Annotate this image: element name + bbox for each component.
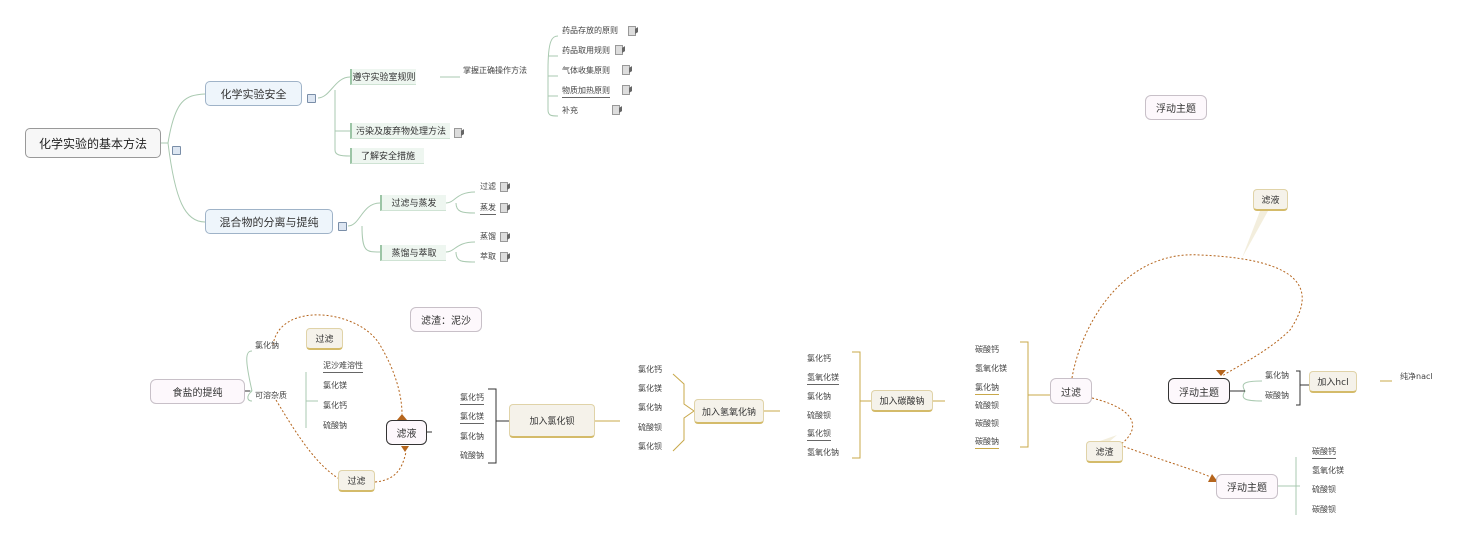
note-icon[interactable] <box>454 128 462 138</box>
list-item[interactable]: 补充 <box>562 106 578 115</box>
list-item[interactable]: 氢氧化镁 <box>1312 466 1344 475</box>
branch-sodium-chloride[interactable]: 氯化钠 <box>255 341 279 350</box>
list-item[interactable]: 氢氧化镁 <box>975 364 1007 373</box>
topic-add-sodium-hydroxide[interactable]: 加入氢氧化钠 <box>694 399 764 424</box>
list-item[interactable]: 蒸馏 <box>480 232 496 241</box>
list-item[interactable]: 硫酸钠 <box>323 421 347 430</box>
list-item[interactable]: 氯化钙 <box>323 401 347 410</box>
list-item[interactable]: 氯化钡 <box>807 428 831 441</box>
subtopic-waste-disposal[interactable]: 污染及废弃物处理方法 <box>350 123 450 139</box>
topic-lab-safety[interactable]: 化学实验安全 <box>205 81 302 106</box>
list-item[interactable]: 氯化钙 <box>460 392 484 405</box>
note-icon[interactable] <box>500 252 508 262</box>
subtopic-distill-extract[interactable]: 蒸馏与萃取 <box>380 245 446 261</box>
note-icon[interactable] <box>628 26 636 36</box>
note-icon[interactable] <box>500 203 508 213</box>
topic-pure-nacl[interactable]: 纯净nacl <box>1400 372 1433 381</box>
list-item[interactable]: 氯化钠 <box>460 432 484 441</box>
topic-filter[interactable]: 过滤 <box>1050 378 1092 404</box>
list-item[interactable]: 蒸发 <box>480 202 496 215</box>
list-item[interactable]: 碳酸钡 <box>1312 505 1336 514</box>
list-item[interactable]: 泥沙难溶性 <box>323 360 363 373</box>
list-item[interactable]: 过滤 <box>480 182 496 191</box>
list-item[interactable]: 氯化镁 <box>638 384 662 393</box>
list-item[interactable]: 物质加热原则 <box>562 85 610 98</box>
topic-separation-purification[interactable]: 混合物的分离与提纯 <box>205 209 333 234</box>
floating-topic-residue-sand[interactable]: 滤渣：泥沙 <box>410 307 482 332</box>
central-topic[interactable]: 化学实验的基本方法 <box>25 128 161 158</box>
list-item[interactable]: 硫酸钡 <box>807 411 831 420</box>
list-item[interactable]: 氢氧化镁 <box>807 372 839 385</box>
collapse-toggle-icon[interactable] <box>172 146 181 155</box>
list-item[interactable]: 氢氧化钠 <box>807 448 839 457</box>
topic-filtrate[interactable]: 滤液 <box>386 420 427 445</box>
list-item[interactable]: 硫酸钡 <box>975 401 999 410</box>
list-item[interactable]: 药品存放的原则 <box>562 26 618 35</box>
list-item[interactable]: 碳酸钙 <box>975 345 999 354</box>
relation-label-filter[interactable]: 过滤 <box>338 470 375 492</box>
subtopic-correct-operation[interactable]: 掌握正确操作方法 <box>463 66 527 75</box>
branch-soluble-impurities[interactable]: 可溶杂质 <box>255 391 287 400</box>
list-item[interactable]: 药品取用规则 <box>562 46 610 55</box>
note-icon[interactable] <box>500 232 508 242</box>
list-item[interactable]: 氯化钙 <box>638 365 662 374</box>
topic-add-barium-chloride[interactable]: 加入氯化钡 <box>509 404 595 438</box>
note-icon[interactable] <box>615 45 623 55</box>
note-icon[interactable] <box>500 182 508 192</box>
list-item[interactable]: 气体收集原则 <box>562 66 610 75</box>
list-item[interactable]: 硫酸钠 <box>460 451 484 460</box>
collapse-toggle-icon[interactable] <box>338 222 347 231</box>
floating-topic[interactable]: 浮动主题 <box>1145 95 1207 120</box>
relation-label-filtrate[interactable]: 滤液 <box>1253 189 1288 211</box>
list-item[interactable]: 氯化钙 <box>807 354 831 363</box>
list-item[interactable]: 硫酸钡 <box>638 423 662 432</box>
list-item[interactable]: 氯化钠 <box>638 403 662 412</box>
list-item[interactable]: 萃取 <box>480 252 496 261</box>
list-item[interactable]: 氯化钡 <box>638 442 662 451</box>
list-item[interactable]: 碳酸钠 <box>975 436 999 449</box>
topic-salt-purification[interactable]: 食盐的提纯 <box>150 379 245 404</box>
list-item[interactable]: 氯化钠 <box>807 392 831 401</box>
topic-add-sodium-carbonate[interactable]: 加入碳酸钠 <box>871 390 933 412</box>
list-item[interactable]: 碳酸钙 <box>1312 446 1336 459</box>
list-item[interactable]: 氯化钠 <box>975 382 999 395</box>
note-icon[interactable] <box>622 85 630 95</box>
note-icon[interactable] <box>622 65 630 75</box>
collapse-toggle-icon[interactable] <box>307 94 316 103</box>
floating-topic-residue[interactable]: 浮动主题 <box>1216 474 1278 499</box>
list-item[interactable]: 氯化钠 <box>1265 371 1289 380</box>
floating-topic-filtrate[interactable]: 浮动主题 <box>1168 378 1230 404</box>
relation-label-filter[interactable]: 过滤 <box>306 328 343 350</box>
list-item[interactable]: 碳酸钠 <box>1265 391 1289 400</box>
subtopic-lab-rules[interactable]: 遵守实验室规则 <box>350 69 416 85</box>
relation-label-residue[interactable]: 滤渣 <box>1086 441 1123 463</box>
list-item[interactable]: 碳酸钡 <box>975 419 999 428</box>
list-item[interactable]: 硫酸钡 <box>1312 485 1336 494</box>
topic-add-hcl[interactable]: 加入hcl <box>1309 371 1357 393</box>
note-icon[interactable] <box>612 105 620 115</box>
subtopic-filter-evaporate[interactable]: 过滤与蒸发 <box>380 195 446 211</box>
list-item[interactable]: 氯化镁 <box>460 411 484 424</box>
list-item[interactable]: 氯化镁 <box>323 381 347 390</box>
subtopic-safety-measures[interactable]: 了解安全措施 <box>350 148 424 164</box>
